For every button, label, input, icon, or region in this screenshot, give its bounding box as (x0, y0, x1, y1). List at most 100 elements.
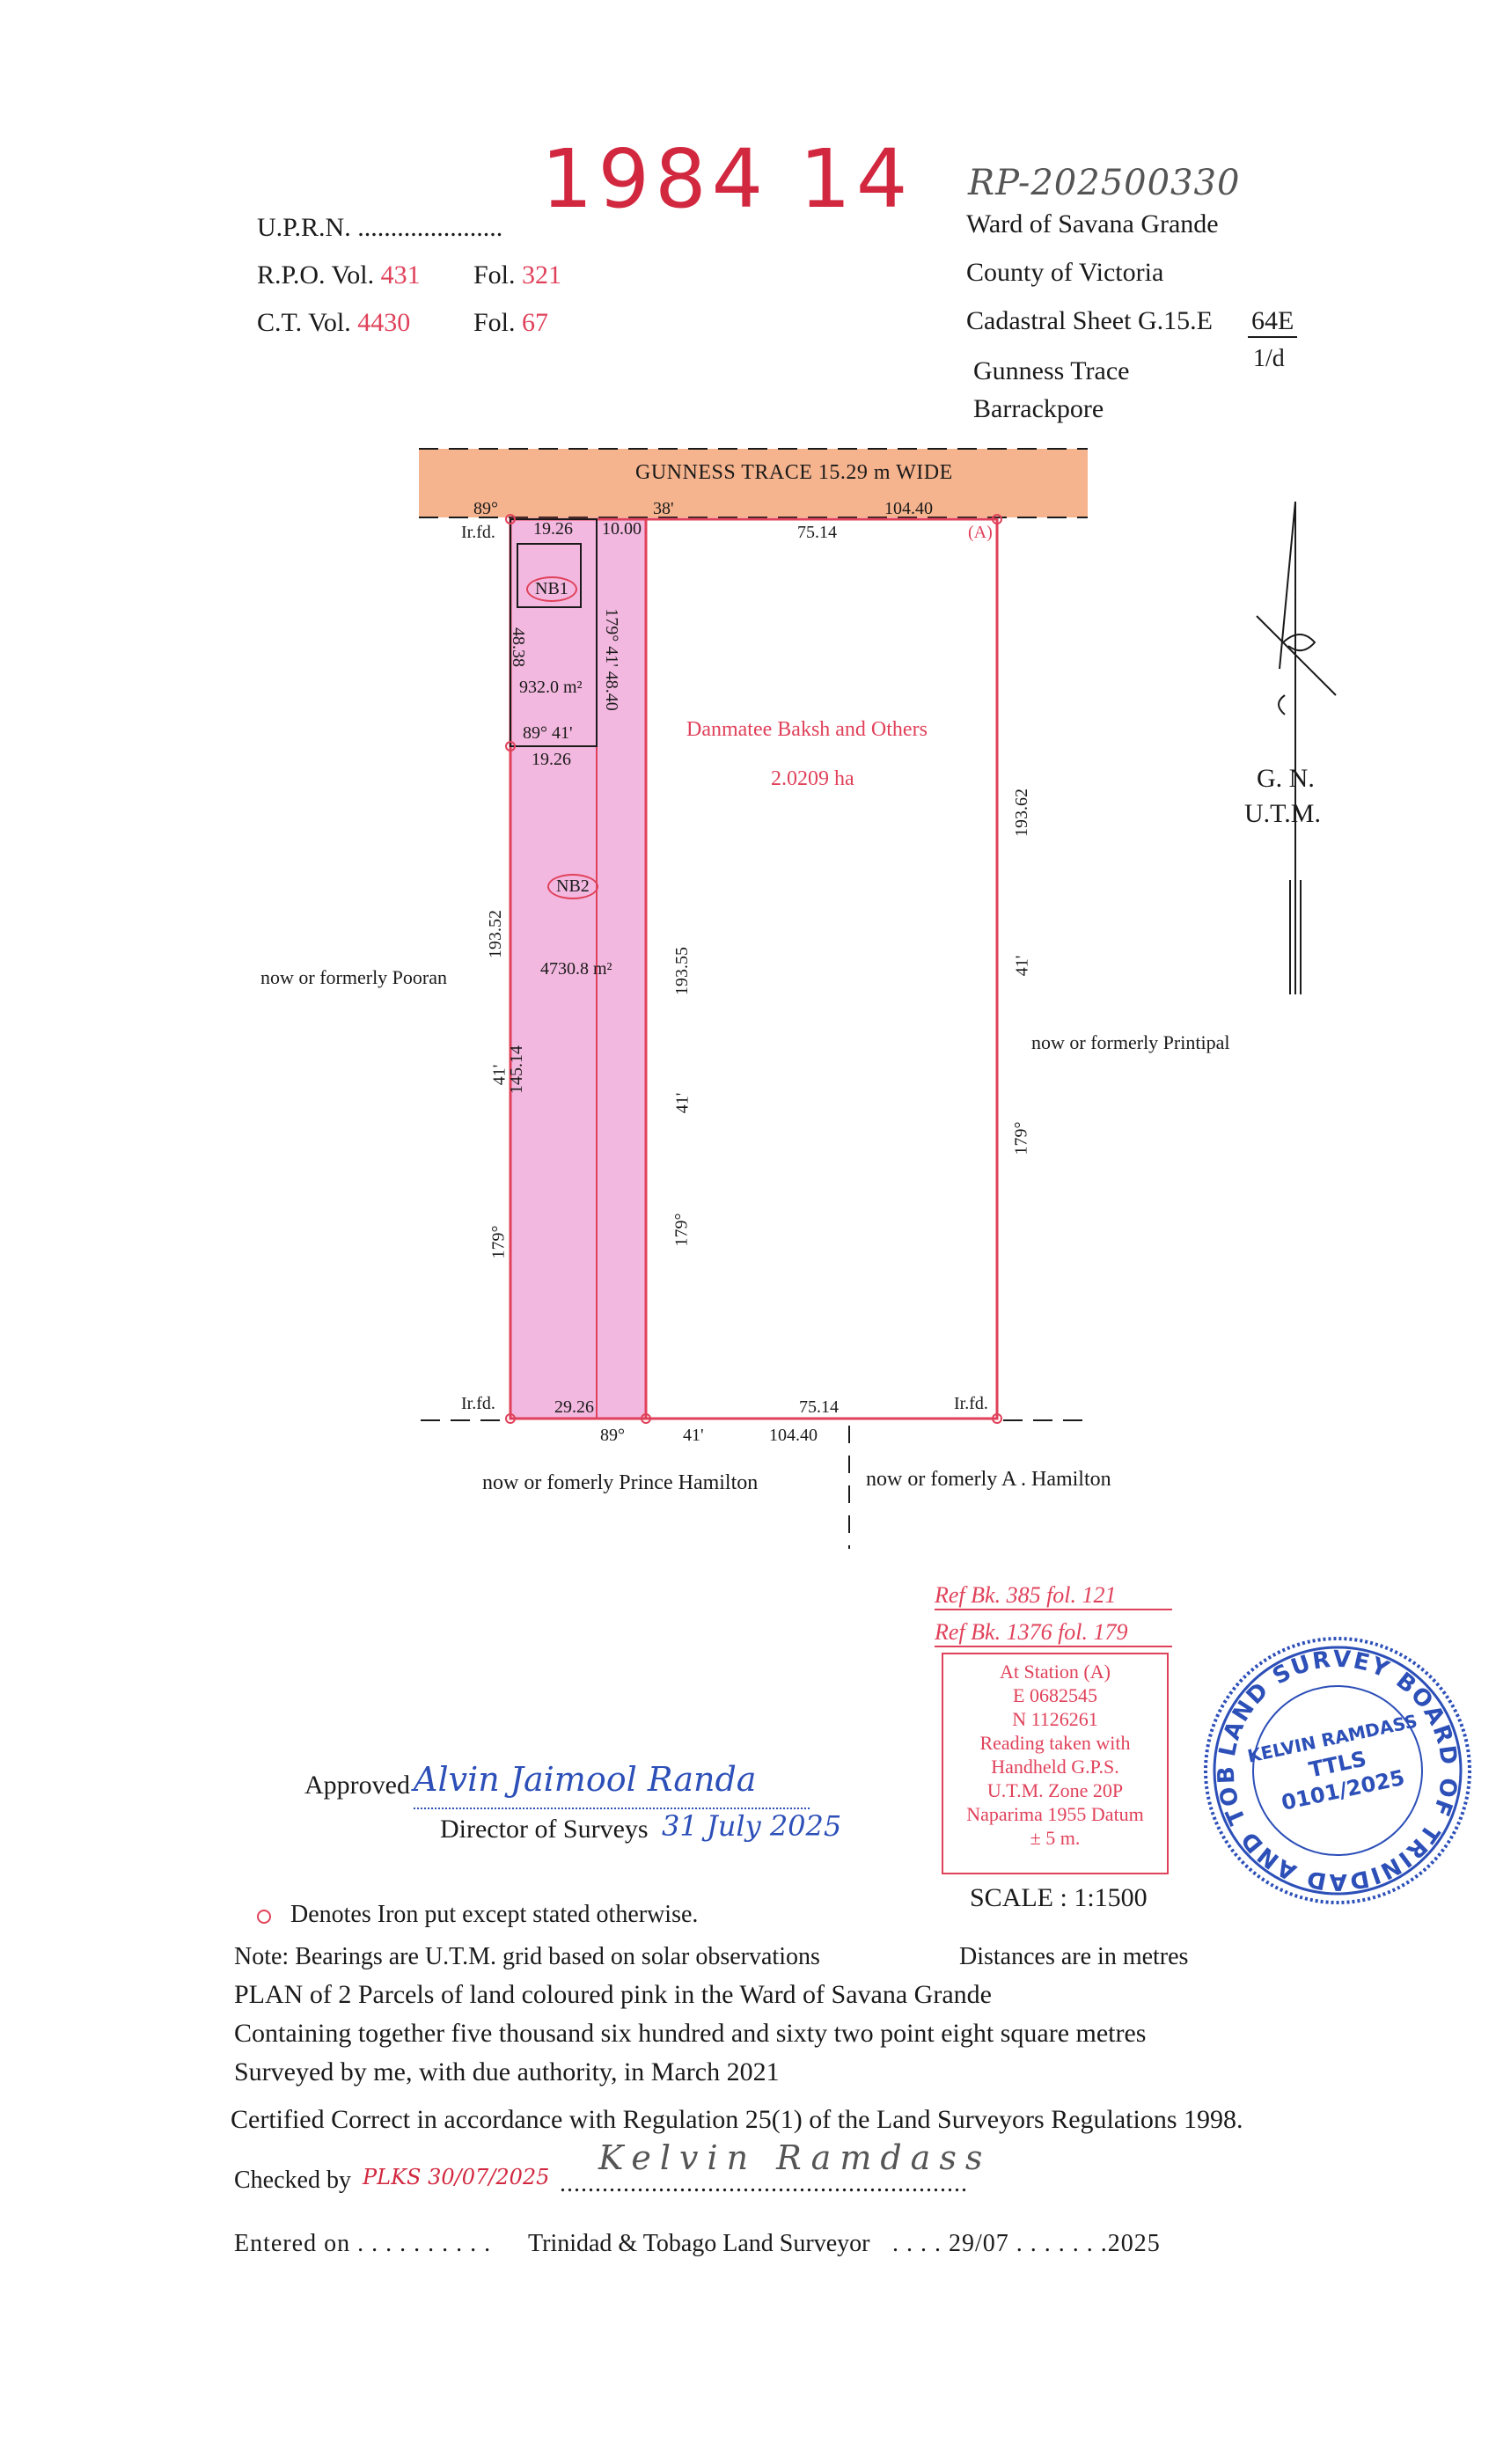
nb1-boundary (510, 518, 598, 747)
nb1-bottom-bearing: 89° 41' (523, 723, 573, 743)
iron-mark-bottom-left (505, 1413, 516, 1424)
checked-by-signature: Kelvin Ramdass (598, 2138, 992, 2177)
north-label-grid: G. N. (1257, 764, 1315, 793)
north-arrow-hook (1278, 694, 1286, 715)
north-label-utm: U.T.M. (1244, 799, 1321, 828)
iron-found-bottom-left: Ir.fd. (461, 1394, 495, 1413)
stamp-seal: LAND SURVEY BOARD OF TRINIDAD AND TOBAGO (1186, 1610, 1471, 1904)
east-neighbour: now or formerly Printipal (1031, 1031, 1230, 1053)
iron-mark-top-left (505, 514, 516, 524)
parcel-nb1-nb2-fill (510, 519, 597, 1419)
strip-bearing-label: 179° 41' 48.40 (601, 608, 621, 711)
main-parcel-area: 2.0209 ha (771, 767, 854, 790)
east-side-bearing-degrees: 179° (1011, 1121, 1031, 1155)
surveyor-date: . . . . 29/07 . . . . . . .2025 (892, 2230, 1161, 2257)
road-label: GUNNESS TRACE 15.29 m WIDE (635, 461, 953, 484)
north-arrow-crossbar (1256, 615, 1337, 696)
entered-on-line: Entered on . . . . . . . . . . (234, 2230, 492, 2257)
station-a-marker: (A) (968, 523, 993, 542)
reference-book-1: Ref Bk. 385 fol. 121 (935, 1582, 1172, 1610)
west-side-bearing-degrees: 179° (488, 1225, 509, 1259)
west-neighbour: now or formerly Pooran (260, 966, 448, 988)
distances-note: Distances are in metres (959, 1943, 1189, 1970)
checked-by-dots: ........................................… (560, 2170, 968, 2197)
bottom-main-distance: 75.14 (799, 1397, 839, 1417)
road-band (419, 449, 1088, 517)
rpo-fol-label: Fol. (473, 260, 516, 290)
iron-note: Denotes Iron put except stated otherwise… (290, 1901, 699, 1928)
iron-found-top-left: Ir.fd. (461, 523, 495, 542)
station-line: Handheld G.P.S. (991, 1756, 1119, 1778)
nb2-label: NB2 (547, 874, 598, 899)
north-arrow-head-left (1279, 501, 1296, 670)
approved-label: Approved (304, 1771, 410, 1800)
south-neighbour-east: now or fomerly A . Hamilton (866, 1468, 1111, 1491)
nb1-label: NB1 (526, 576, 577, 602)
station-line: E 0682545 (1013, 1684, 1097, 1706)
checked-by-handwritten: PLKS 30/07/2025 (363, 2165, 550, 2189)
rpo-fol-value: 321 (522, 260, 562, 290)
plan-description-line-3: Surveyed by me, with due authority, in M… (234, 2057, 780, 2086)
director-date-handwritten: 31 July 2025 (662, 1809, 842, 1843)
iron-mark-nb1-corner (505, 741, 516, 752)
top-bearing-degrees: 89° (473, 499, 498, 518)
east-side-bearing-minutes: 41' (1012, 955, 1032, 977)
north-arrow-flourish (1282, 634, 1316, 652)
west-side-total-distance: 193.52 (486, 910, 505, 958)
location-line-1: Gunness Trace (973, 356, 1130, 385)
iron-found-bottom-right: Ir.fd. (954, 1394, 988, 1413)
nb1-building-outline (517, 543, 582, 608)
approved-signature: Alvin Jaimool Randa (414, 1760, 757, 1799)
rpo-vol-line: R.P.O. Vol. 431 (257, 260, 421, 290)
surveyor-label: Trinidad & Tobago Land Surveyor (528, 2230, 870, 2257)
bottom-total-distance: 104.40 (769, 1426, 818, 1445)
uprn-label: U.P.R.N. ...................... (257, 213, 503, 242)
ct-fol-line: Fol. 67 (473, 308, 548, 338)
ct-vol-value: 4430 (357, 308, 411, 337)
station-line: ± 5 m. (1030, 1827, 1081, 1849)
strip-east-bearing-minutes: 41' (672, 1092, 693, 1114)
strip-east-bearing-degrees: 179° (671, 1213, 692, 1247)
parcel-strip-fill (597, 519, 646, 1419)
plan-description-line-1: PLAN of 2 Parcels of land coloured pink … (234, 1980, 992, 2009)
main-top-distance: 75.14 (797, 523, 837, 542)
county-label: County of Victoria (966, 258, 1164, 287)
station-line: Naparima 1955 Datum (966, 1803, 1144, 1825)
reference-book-2: Ref Bk. 1376 fol. 179 (935, 1619, 1172, 1647)
strip-east-distance: 193.55 (672, 947, 692, 995)
station-line: Reading taken with (979, 1732, 1131, 1754)
rpo-vol-label: R.P.O. Vol. (257, 260, 375, 290)
registration-number-stamp: 1984 14 (541, 132, 913, 226)
ct-fol-label: Fol. (473, 308, 516, 337)
ct-vol-line: C.T. Vol. 4430 (257, 308, 410, 338)
iron-symbol-icon (257, 1910, 271, 1924)
nb1-area: 932.0 m² (519, 678, 583, 697)
land-survey-board-stamp: LAND SURVEY BOARD OF TRINIDAD AND TOBAGO… (1186, 1610, 1478, 1911)
rp-number-handwritten: RP-202500330 (968, 163, 1241, 203)
rpo-vol-value: 431 (380, 260, 421, 290)
checked-by-label: Checked by (234, 2167, 351, 2194)
iron-mark-strip-corner (641, 1413, 651, 1424)
main-parcel-owner: Danmatee Baksh and Others (686, 718, 928, 741)
scale-label: SCALE : 1:1500 (970, 1883, 1148, 1912)
top-total-distance: 104.40 (884, 499, 933, 518)
iron-mark-top-right (992, 514, 1002, 524)
cadastral-sheet-number: 64E (1248, 306, 1298, 338)
east-side-distance: 193.62 (1012, 788, 1031, 837)
station-line: At Station (A) (1000, 1661, 1111, 1683)
ct-vol-label: C.T. Vol. (257, 308, 351, 337)
cadastral-sheet-subnumber: 1/d (1253, 345, 1285, 372)
plan-description-line-2: Containing together five thousand six hu… (234, 2019, 1147, 2048)
bottom-bearing-degrees: 89° (600, 1426, 625, 1445)
director-label: Director of Surveys (440, 1815, 649, 1844)
approved-dotted-line (414, 1808, 810, 1809)
ward-label: Ward of Savana Grande (966, 209, 1219, 238)
location-line-2: Barrackpore (973, 394, 1104, 423)
bottom-bearing-minutes: 41' (683, 1426, 704, 1445)
station-line: N 1126261 (1012, 1708, 1098, 1730)
strip-top-distance: 10.00 (602, 519, 642, 539)
ct-fol-value: 67 (522, 308, 549, 337)
nb1-top-distance: 19.26 (533, 519, 573, 539)
bearing-note: Note: Bearings are U.T.M. grid based on … (234, 1943, 820, 1970)
